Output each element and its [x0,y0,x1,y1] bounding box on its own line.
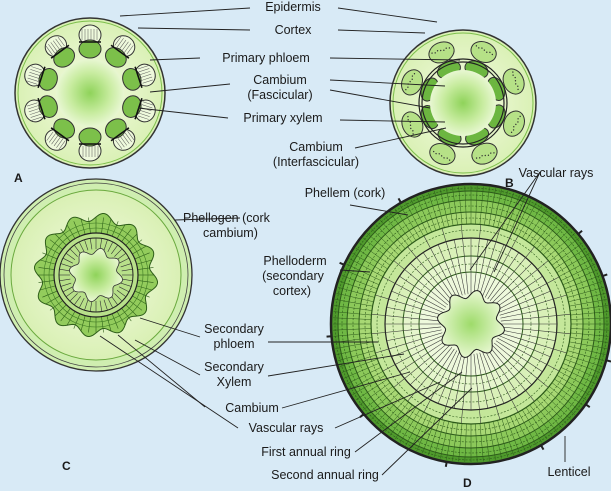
panel-label-b: B [505,176,514,190]
leader-lines [99,7,566,476]
b-phloem [401,111,424,138]
a-vascular-bundles [24,24,156,162]
section-d-woody-stem [326,182,611,467]
label-secondary-phloem: Secondary [204,322,265,336]
c-secondary-xylem [59,238,133,312]
label-cambium-fascicular: Cambium [253,73,307,87]
label-cambium-interfascicular: Cambium [289,140,343,154]
a-vascular-bundle [105,35,136,68]
b-phloem [471,142,498,165]
label-second-annual-ring: Second annual ring [271,468,379,482]
section-b-cambium-ring [389,29,537,177]
a-vascular-bundle [44,118,75,151]
c-pith [69,248,123,302]
label-phelloderm-secondary: (secondary [262,269,325,283]
a-xylem [38,95,58,118]
a-vascular-bundle [105,118,136,151]
a-vascular-bundle [78,24,102,59]
b-phloem [503,110,525,137]
d-lenticel [444,461,448,467]
d-vascular-rays [333,186,609,462]
label-primary-xylem: Primary xylem [243,111,322,125]
d-lenticel [577,230,583,235]
d-lenticel [339,261,345,266]
a-xylem [122,95,142,118]
label-phellogen-cambium: cambium) [203,226,258,240]
label-phelloderm-cortex: cortex) [273,284,311,298]
a-vascular-bundle [122,63,156,91]
labels: Epidermis Cortex Primary phloem Cambium … [14,0,593,490]
label-cortex: Cortex [275,23,313,37]
label-phellem: Phellem (cork) [305,186,386,200]
label-first-annual-ring: First annual ring [261,445,351,459]
a-xylem [78,127,102,147]
a-pith [56,59,124,127]
a-vascular-bundle [122,95,156,123]
b-phloem [428,41,455,64]
label-primary-phloem: Primary phloem [222,51,310,65]
c-vascular-rays [38,217,154,333]
d-lenticel [397,197,402,204]
a-vascular-bundle [24,95,58,123]
panel-label-d: D [463,476,472,490]
b-vascular-bundle [401,69,439,102]
a-xylem [38,68,58,91]
label-vascular-rays-c: Vascular rays [249,421,324,435]
label-secondary-xylem-2: Xylem [217,375,252,389]
label-phellogen: Phellogen (cork [183,211,271,225]
label-epidermis: Epidermis [265,0,321,14]
section-c-secondary-growth [0,178,193,372]
b-pith [430,70,496,136]
section-a-primary-stem [14,17,166,169]
b-phloem [502,68,525,95]
panel-label-a: A [14,171,23,185]
d-lenticels [326,197,611,467]
b-phloem [401,69,423,96]
label-secondary-phloem-2: phloem [214,337,255,351]
d-lenticel [605,359,611,363]
b-phloem [429,143,456,165]
label-vascular-rays-d: Vascular rays [519,166,594,180]
d-pith [437,290,505,358]
panel-label-c: C [62,459,71,473]
a-vascular-bundle [44,35,75,68]
b-cambium-ring [418,58,508,148]
label-fascicular: (Fascicular) [247,88,312,102]
a-vascular-bundle [78,127,102,162]
a-vascular-bundle [24,63,58,91]
label-secondary-xylem: Secondary [204,360,265,374]
a-xylem [78,39,102,59]
d-lenticel [585,403,591,408]
b-phloem [470,41,497,63]
d-lenticel [602,273,608,278]
d-lenticel [540,444,545,451]
b-vascular-bundle [464,41,497,79]
label-cambium-c: Cambium [225,401,279,415]
label-phelloderm: Phelloderm [263,254,326,268]
label-interfascicular: (Interfascicular) [273,155,359,169]
label-lenticel: Lenticel [547,465,590,479]
a-xylem [122,68,142,91]
